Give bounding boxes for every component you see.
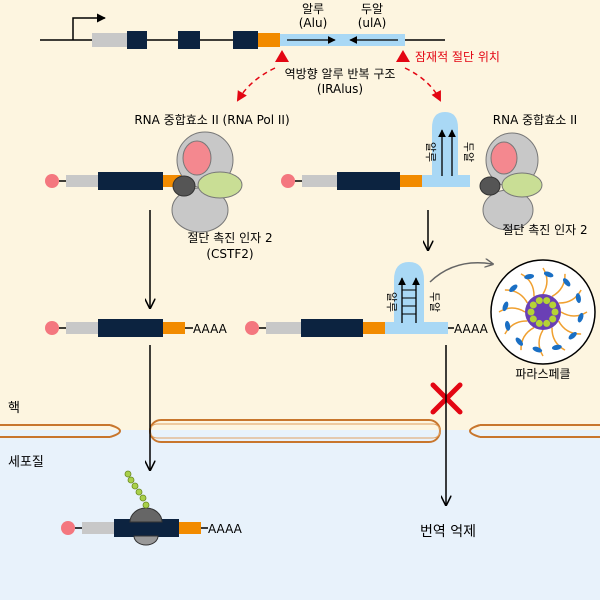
nucleus-label: 핵 — [8, 401, 20, 416]
hairpin-alu-label: 알루 — [424, 142, 438, 162]
transcript-left-2 — [45, 319, 193, 337]
cleavage-triangle-right — [396, 50, 410, 62]
rnapol-left-label: RNA 중합효소 II (RNA Pol II) — [134, 113, 289, 127]
cytoplasm-region — [0, 430, 600, 600]
alu-region-bar — [280, 34, 405, 46]
polya-bottom-label: AAAA — [208, 522, 243, 536]
cstf-right-label: 절단 촉진 인자 2 — [502, 223, 587, 237]
alu-label: 알루 — [302, 2, 324, 16]
gene-top — [40, 13, 445, 62]
paraspeckle-icon — [490, 259, 596, 365]
rnapol-right-label: RNA 중합효소 II — [493, 113, 577, 127]
paraspeckle-arrow — [429, 263, 492, 283]
transcript-right-1 — [281, 112, 470, 190]
polya-right-label: AAAA — [454, 322, 489, 336]
transcript-left-1 — [45, 172, 183, 190]
rna-pol-left — [171, 131, 243, 233]
hairpin2-alu-label: 알루 — [385, 292, 399, 312]
dashed-arrow-left — [236, 67, 276, 102]
transcript-bottom — [61, 519, 208, 537]
cstf-left-en-label: (CSTF2) — [206, 247, 253, 261]
promoter-arrow-icon — [72, 13, 106, 40]
cytoplasm-label: 세포질 — [8, 455, 44, 470]
hairpin-ula-label: 두알 — [462, 142, 476, 162]
dashed-arrow-right — [404, 67, 441, 102]
cleavage-triangle-left — [275, 50, 289, 62]
cstf-left-label: 절단 촉진 인자 2 — [187, 231, 272, 245]
iralus-label: 역방향 알루 반복 구조 — [285, 67, 396, 81]
alu-en-label: (Alu) — [299, 16, 328, 30]
cleavage-site-label: 잠재적 절단 위치 — [415, 50, 500, 64]
polya-left-label: AAAA — [193, 322, 228, 336]
ula-en-label: (ulA) — [358, 16, 387, 30]
ula-label: 두알 — [361, 2, 383, 16]
rna-pol-right — [479, 132, 543, 231]
transcript-right-2 — [245, 262, 454, 337]
iralus-en-label: (IRAlus) — [317, 82, 363, 96]
paraspeckle-label: 파라스페클 — [515, 367, 570, 381]
ribosome-icon — [124, 470, 163, 546]
translation-block-label: 번역 억제 — [420, 524, 476, 540]
hairpin2-ula-label: 두알 — [428, 292, 442, 312]
